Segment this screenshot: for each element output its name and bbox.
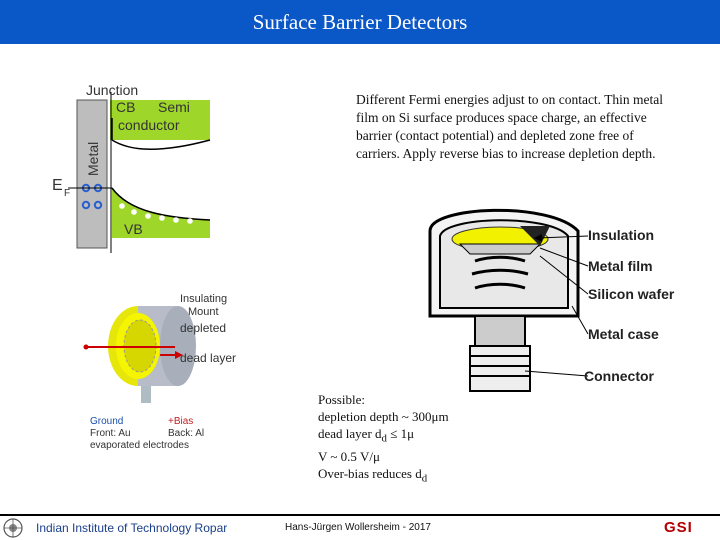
- vb-label: VB: [124, 221, 143, 237]
- metal-case-label: Metal case: [588, 326, 659, 342]
- ef-subscript: F: [64, 188, 70, 199]
- footer-institute: Indian Institute of Technology Ropar: [36, 521, 227, 535]
- dead-layer-label: dead layer: [180, 351, 236, 365]
- possible-line-4: Over-bias reduces dd: [318, 465, 449, 488]
- bias-label: +Bias: [168, 416, 193, 427]
- mount-label: Mount: [188, 306, 219, 318]
- silicon-wafer-label: Silicon wafer: [588, 286, 675, 302]
- evaporated-label: evaporated electrodes: [90, 440, 189, 451]
- depleted-label: depleted: [180, 321, 226, 335]
- possible-block: Possible: depletion depth ~ 300μm dead l…: [318, 391, 449, 487]
- page-title: Surface Barrier Detectors: [0, 10, 720, 35]
- footer-author: Hans-Jürgen Wollersheim - 2017: [285, 522, 431, 533]
- cb-label: CB: [116, 99, 135, 115]
- possible-line-2: dead layer dd ≤ 1μ: [318, 425, 449, 448]
- metal-label: Metal: [85, 142, 101, 176]
- possible-line-3: V ~ 0.5 V/μ: [318, 448, 449, 465]
- front-label: Front: Au: [90, 428, 131, 439]
- possible-line-1: depletion depth ~ 300μm: [318, 408, 449, 425]
- gsi-logo: GSI: [664, 519, 693, 536]
- title-bar: Surface Barrier Detectors: [0, 0, 720, 44]
- institute-logo-icon: [2, 517, 24, 539]
- insulation-label: Insulation: [588, 227, 654, 243]
- conductor-label: conductor: [118, 117, 180, 133]
- metal-film-label: Metal film: [588, 258, 653, 274]
- insulating-label: Insulating: [180, 293, 227, 305]
- connector-label: Connector: [584, 368, 655, 384]
- possible-title: Possible:: [318, 391, 449, 408]
- footer-divider: [0, 514, 720, 516]
- junction-label: Junction: [86, 82, 138, 98]
- ground-label: Ground: [90, 416, 123, 427]
- back-label: Back: Al: [168, 428, 204, 439]
- detector-figure: Insulating Mount depleted dead layer Gro…: [80, 286, 250, 456]
- description-text: Different Fermi energies adjust to on co…: [356, 91, 676, 163]
- cross-section-figure: Insulation Metal film Silicon wafer Meta…: [400, 196, 690, 396]
- band-diagram: Junction CB Semi conductor Metal E F VB: [50, 78, 220, 258]
- ef-label: E: [52, 177, 63, 194]
- semi-label: Semi: [158, 99, 190, 115]
